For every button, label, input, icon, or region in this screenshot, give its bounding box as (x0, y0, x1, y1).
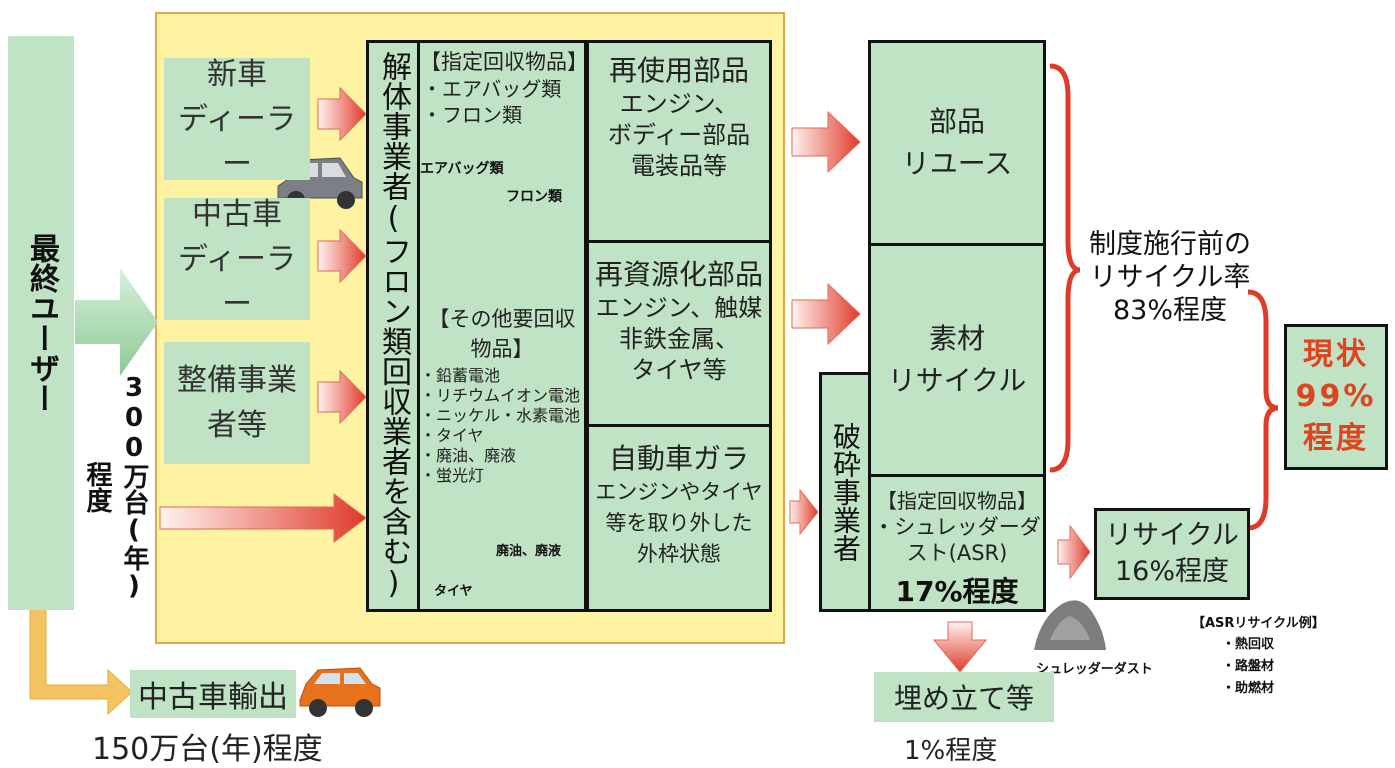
other-item: ・ニッケル・水素電池 (420, 406, 581, 425)
freon-caption: フロン類 (506, 189, 562, 205)
tire-caption: タイヤ (434, 584, 473, 599)
other-item: ・蛍光灯 (420, 466, 485, 485)
recovered-items-box (417, 40, 587, 612)
asr-example-item: ・熱回収 (1222, 637, 1275, 652)
orange-car-icon (299, 667, 381, 717)
arrow-reuse-parts (791, 110, 861, 174)
asr-examples-list: ・熱回収 ・路盤材 ・助燃材 (1222, 634, 1274, 700)
recycle-parts-box: 再資源化部品 エンジン、触媒 非鉄金属、 タイヤ等 (586, 240, 772, 427)
asr-box: 【指定回収物品】 ・シュレッダーダ スト(ASR) 17%程度 (868, 474, 1046, 612)
designated-item: ・フロン類 (422, 103, 522, 127)
arrow-recycle-parts (791, 282, 861, 346)
current-rate-box: 現状 99% 程度 (1284, 324, 1388, 470)
arrow-used-dealer (317, 228, 367, 284)
end-user-label: 最終ユーザー (24, 233, 59, 413)
other-list: ・鉛蓄電池 ・リチウムイオン電池 ・ニッケル・水素電池 ・タイヤ ・廃油、廃液 … (420, 366, 580, 486)
arrow-landfill (932, 621, 988, 673)
arrow-repair (317, 369, 367, 425)
shredder-box: 破砕事業者 (819, 372, 871, 612)
landfill-percent: 1%程度 (904, 736, 998, 766)
landfill-box: 埋め立て等 (874, 672, 1054, 722)
oil-caption: 廃油、廃液 (496, 544, 562, 559)
arrow-user-to-panel (75, 268, 158, 376)
other-item: ・リチウムイオン電池 (420, 386, 581, 405)
new-dealer-box: 新車 ディーラー (164, 57, 310, 182)
brace-current (1247, 289, 1279, 531)
material-recycle-box: 素材 リサイクル (868, 243, 1046, 477)
other-title: 【その他要回収物品】 (428, 307, 576, 361)
car-hulk-box: 自動車ガラ エンジンやタイヤ 等を取り外した 外枠状態 (586, 424, 772, 612)
asr-example-item: ・助燃材 (1222, 681, 1275, 696)
other-item: ・鉛蓄電池 (420, 366, 501, 385)
parts-reuse-box: 部品 リユース (868, 40, 1046, 246)
asr-recycle-box: リサイクル 16%程度 (1094, 508, 1250, 600)
used-dealer-box: 中古車 ディーラー (164, 197, 310, 322)
export-box: 中古車輸出 (130, 670, 296, 718)
arrow-asr-recycle (1057, 524, 1091, 580)
designated-list: ・エアバッグ類 ・フロン類 (422, 76, 561, 128)
airbag-caption: エアバッグ類 (420, 161, 504, 177)
other-item: ・タイヤ (420, 426, 484, 445)
export-volume: 150万台(年)程度 (92, 732, 323, 767)
reuse-parts-box: 再使用部品 エンジン、 ボディー部品 電装品等 (586, 40, 772, 243)
arrow-user-to-export (29, 599, 133, 716)
arrow-hulk (789, 488, 819, 536)
other-item: ・廃油、廃液 (420, 446, 517, 465)
brace-pre-rate (1049, 63, 1081, 473)
end-user-box: 最終ユーザー (8, 36, 74, 610)
shredder-dust-icon (1034, 600, 1106, 650)
flow-volume-label: 300万台(年)程度 (82, 373, 149, 601)
arrow-new-dealer (317, 86, 367, 142)
repair-shop-box: 整備事業 者等 (164, 342, 310, 464)
asr-examples-title: 【ASRリサイクル例】 (1192, 616, 1325, 631)
asr-caption: シュレッダーダスト (1036, 662, 1153, 677)
pre-rate-label: 制度施行前の リサイクル率 83%程度 (1089, 229, 1251, 326)
designated-title: 【指定回収物品】 (420, 50, 588, 74)
asr-example-item: ・路盤材 (1222, 659, 1275, 674)
arrow-direct (159, 493, 367, 543)
dismantler-box: 解体事業者(フロン類回収業者を含む) (366, 40, 420, 612)
designated-item: ・エアバッグ類 (422, 77, 562, 101)
